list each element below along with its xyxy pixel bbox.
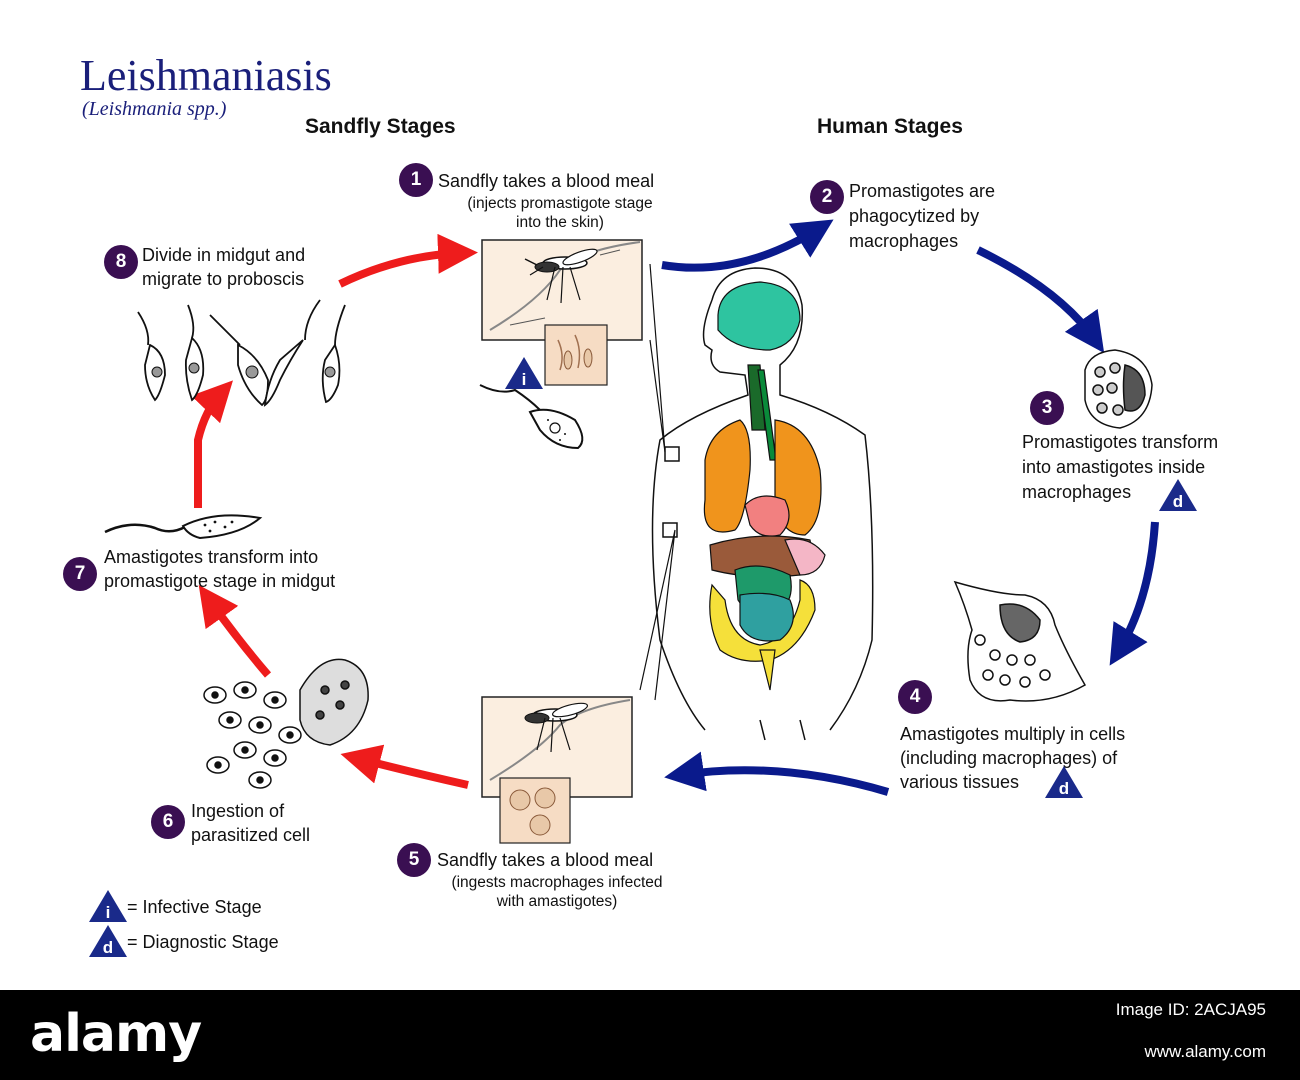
step-5-detail-line2: with amastigotes) <box>496 893 618 910</box>
step-1-detail-line1: (injects promastigote stage <box>467 195 653 212</box>
stock-footer-bar: alamy Image ID: 2ACJA95 www.alamy.com <box>0 990 1300 1080</box>
step-5-detail-line1: (ingests macrophages infected <box>451 874 663 891</box>
heading-human-stages: Human Stages <box>817 115 963 138</box>
step-4-label-line3: various tissues <box>900 772 1020 792</box>
parasitized-cells <box>203 658 369 789</box>
step-3-label-line3: macrophages <box>1022 482 1132 502</box>
diagram-title: Leishmaniasis <box>80 51 332 100</box>
diagram-subtitle: (Leishmania spp.) <box>82 98 227 120</box>
macrophage-icon <box>1084 349 1153 429</box>
step-7-label-line2: promastigote stage in midgut <box>104 571 336 591</box>
diagnostic-stage-badge-3: d <box>1158 478 1198 512</box>
diagram-graphics <box>104 219 1159 844</box>
step-8-label-line2: migrate to proboscis <box>142 269 305 289</box>
step-1-number: 1 <box>399 163 433 197</box>
arrow-5-to-6 <box>340 744 469 789</box>
svg-text:i: i <box>522 370 527 389</box>
legend-infective-badge: i <box>88 889 128 923</box>
step-7-label-line1: Amastigotes transform into <box>104 547 319 567</box>
step-3-label-line1: Promastigotes transform <box>1022 432 1219 452</box>
promastigotes-cluster <box>137 299 346 407</box>
tissue-cell-icon <box>953 580 1087 702</box>
alamy-logo: alamy <box>30 1004 202 1064</box>
step-2-label-line1: Promastigotes are <box>849 181 996 201</box>
diagnostic-stage-badge-4: d <box>1044 765 1084 799</box>
svg-text:d: d <box>1173 492 1183 511</box>
step-5-number: 5 <box>397 843 431 877</box>
human-body-icon <box>639 263 874 741</box>
step-1-detail-line2: into the skin) <box>516 214 604 231</box>
arrow-1-to-2 <box>661 219 834 272</box>
leishmaniasis-life-cycle-diagram: Leishmaniasis (Leishmania spp.) Sandfly … <box>63 51 1219 958</box>
step-4-number: 4 <box>898 680 932 714</box>
step-6-label-line1: Ingestion of <box>191 801 285 821</box>
step-4-label-line2: (including macrophages) of <box>900 748 1118 768</box>
legend-infective-label: = Infective Stage <box>127 897 262 917</box>
step-3-label-line2: into amastigotes inside <box>1022 457 1206 477</box>
svg-text:d: d <box>1059 779 1069 798</box>
legend-diagnostic-badge: d <box>88 924 128 958</box>
infective-stage-badge: i <box>504 356 544 390</box>
arrow-6-to-7 <box>198 584 272 678</box>
step-2-number: 2 <box>810 180 844 214</box>
sandfly-icon <box>524 248 598 304</box>
legend-diagnostic-label: = Diagnostic Stage <box>127 932 279 952</box>
arrow-4-to-5 <box>664 751 890 796</box>
transforming-promastigote <box>104 514 263 540</box>
step-4-label-line1: Amastigotes multiply in cells <box>900 724 1126 744</box>
sandfly-feeding-panel-bottom <box>481 696 633 844</box>
site-url: www.alamy.com <box>1144 1042 1266 1061</box>
arrow-7-to-8 <box>190 380 233 508</box>
svg-text:d: d <box>103 938 113 957</box>
step-8-number: 8 <box>104 245 138 279</box>
step-3-number: 3 <box>1030 391 1064 425</box>
step-2-label-line3: macrophages <box>849 231 959 251</box>
step-5-label: Sandfly takes a blood meal <box>437 850 654 870</box>
sandfly-feeding-panel-top <box>481 239 643 386</box>
step-6-number: 6 <box>151 805 185 839</box>
arrow-3-to-4 <box>1109 521 1159 666</box>
step-1-label: Sandfly takes a blood meal <box>438 171 655 191</box>
arrow-8-to-1 <box>338 233 478 288</box>
promastigote-icon <box>479 384 584 450</box>
step-7-number: 7 <box>63 557 97 591</box>
step-6-label-line2: parasitized cell <box>191 825 311 845</box>
step-2-label-line2: phagocytized by <box>849 206 980 226</box>
arrow-2-to-3 <box>976 246 1105 354</box>
svg-text:i: i <box>106 903 111 922</box>
heading-sandfly-stages: Sandfly Stages <box>305 115 456 138</box>
sandfly-icon-bottom <box>524 702 589 753</box>
image-id-label: Image ID: 2ACJA95 <box>1115 1000 1266 1019</box>
step-8-label-line1: Divide in midgut and <box>142 245 306 265</box>
human-organs <box>703 281 826 691</box>
